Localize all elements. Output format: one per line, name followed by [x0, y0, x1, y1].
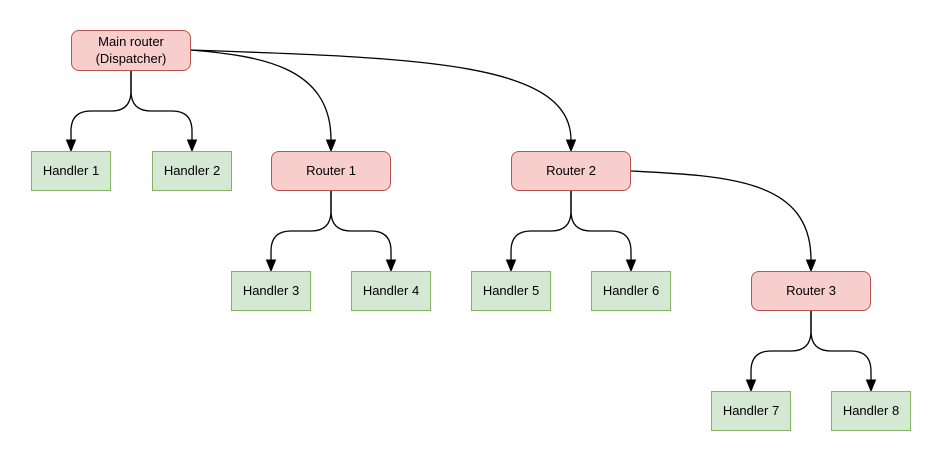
node-handler4: Handler 4 — [351, 271, 431, 311]
node-label: Handler 7 — [722, 402, 780, 418]
arrowhead-icon — [625, 259, 637, 273]
node-label: Router 2 — [546, 162, 596, 178]
edge-router1-to-handler4 — [330, 191, 397, 273]
edge-router3-to-handler8 — [810, 311, 877, 393]
edge-router2-to-handler5 — [505, 191, 572, 273]
node-handler2: Handler 2 — [152, 151, 232, 191]
arrowhead-icon — [505, 259, 517, 273]
edge-line — [510, 191, 572, 260]
edge-line — [270, 191, 332, 260]
arrowhead-icon — [65, 139, 77, 153]
node-label: Handler 5 — [482, 282, 540, 298]
node-label: Handler 4 — [362, 282, 420, 298]
edge-line — [190, 49, 572, 141]
edge-line — [570, 191, 632, 260]
node-label: Handler 1 — [42, 162, 100, 178]
edge-main-router-to-handler2 — [130, 71, 198, 153]
edge-line — [630, 170, 812, 261]
arrowhead-icon — [385, 259, 397, 273]
arrowhead-icon — [186, 139, 198, 153]
node-label: Handler 8 — [842, 402, 900, 418]
edge-main-router-to-router1 — [190, 49, 337, 153]
node-label: Handler 6 — [602, 282, 660, 298]
edge-router3-to-handler7 — [745, 311, 812, 393]
node-router3: Router 3 — [751, 271, 871, 311]
edge-line — [70, 71, 132, 140]
edge-router2-to-handler6 — [570, 191, 637, 273]
edge-line — [810, 311, 872, 380]
node-router1: Router 1 — [271, 151, 391, 191]
node-label: Handler 2 — [163, 162, 221, 178]
node-label: Router 3 — [786, 282, 836, 298]
edge-main-router-to-handler1 — [65, 71, 132, 153]
edge-line — [330, 191, 392, 260]
arrowhead-icon — [865, 379, 877, 393]
node-label: Router 1 — [306, 162, 356, 178]
arrowhead-icon — [325, 139, 337, 153]
node-handler8: Handler 8 — [831, 391, 911, 431]
node-main-router: Main router (Dispatcher) — [71, 30, 191, 71]
edge-main-router-to-router2 — [190, 49, 577, 153]
edge-line — [750, 311, 812, 380]
edge-router2-to-router3 — [630, 170, 817, 273]
node-handler5: Handler 5 — [471, 271, 551, 311]
node-label: Handler 3 — [242, 282, 300, 298]
node-handler7: Handler 7 — [711, 391, 791, 431]
node-handler3: Handler 3 — [231, 271, 311, 311]
node-router2: Router 2 — [511, 151, 631, 191]
edge-router1-to-handler3 — [265, 191, 332, 273]
node-label: Main router — [98, 34, 164, 50]
arrowhead-icon — [805, 259, 817, 273]
node-handler1: Handler 1 — [31, 151, 111, 191]
node-label: (Dispatcher) — [95, 50, 167, 66]
arrowhead-icon — [565, 139, 577, 153]
node-handler6: Handler 6 — [591, 271, 671, 311]
edge-line — [190, 49, 332, 141]
edge-line — [130, 71, 193, 140]
arrowhead-icon — [265, 259, 277, 273]
arrowhead-icon — [745, 379, 757, 393]
